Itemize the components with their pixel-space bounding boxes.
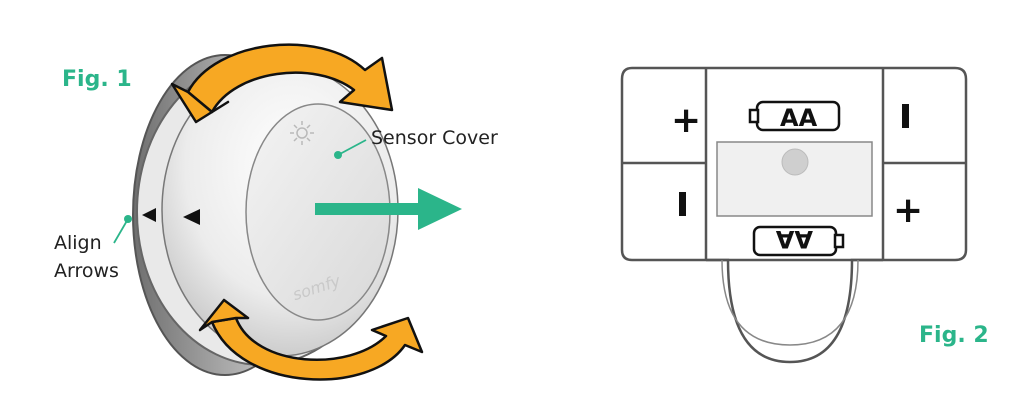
led-indicator: [781, 148, 809, 176]
align-label-line2: Arrows: [54, 260, 119, 282]
battery-top-icon: AA: [748, 100, 841, 132]
right-bottom-sign: +: [893, 190, 923, 231]
align-arrow-icon: [183, 209, 200, 225]
battery-bottom-icon: AA: [752, 225, 845, 257]
battery-bottom-label: AA: [775, 225, 813, 253]
left-bottom-sign: [679, 192, 686, 216]
fig2-label: Fig. 2: [919, 323, 989, 348]
align-arrow-icon: [142, 208, 156, 222]
rotate-arrow-top-icon: [170, 43, 394, 124]
rotate-arrow-bottom-icon: [198, 298, 424, 381]
sun-icon: [290, 121, 314, 145]
sensor-cover-callout: Sensor Cover: [334, 127, 498, 159]
sensor-cover-label: Sensor Cover: [371, 127, 498, 149]
pull-direction-arrow-icon: [315, 188, 462, 230]
right-top-sign: [902, 104, 909, 128]
sensor-device: somfy: [132, 54, 399, 376]
align-arrows-callout: Align Arrows: [54, 215, 132, 282]
align-label-line1: Align: [54, 232, 102, 254]
fig1-label: Fig. 1: [62, 67, 132, 92]
left-top-sign: +: [671, 100, 701, 141]
battery-top-label: AA: [780, 104, 818, 132]
